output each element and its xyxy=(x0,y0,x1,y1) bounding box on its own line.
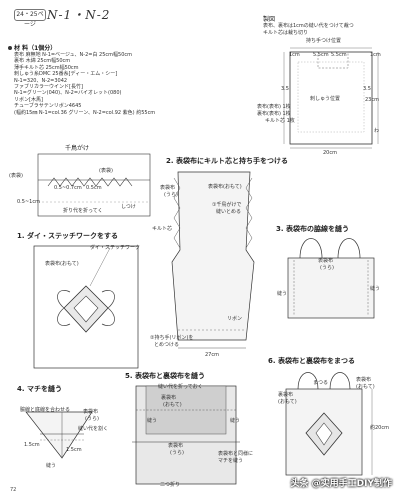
step2-label: ①千鳥がけで xyxy=(212,202,242,208)
materials-heading: 材 料（1個分） xyxy=(14,45,57,52)
step4-label: 1.5cm xyxy=(24,442,40,448)
step5-heading: 5. 表袋布と裏袋布を縫う xyxy=(125,372,205,380)
step6-label: 表袋布 xyxy=(356,377,372,383)
seido-label: 裏布(表布) 1枚 xyxy=(257,111,291,117)
materials-line: N-1=320、N-2=3042 xyxy=(14,77,68,84)
seido-label: キルト芯 1枚 xyxy=(265,118,295,124)
step4-label: 縫い代を割く xyxy=(78,426,109,432)
step6-label: (おもて) xyxy=(356,384,375,390)
step5-diagram xyxy=(132,385,240,485)
step5-label: 裏袋布 xyxy=(161,395,177,401)
page-title: N-1・N-2 xyxy=(47,8,111,22)
step4-diagram xyxy=(25,411,93,459)
step4-label: 縫う xyxy=(46,463,57,469)
materials-line: リボン[木馬] xyxy=(14,96,43,103)
step1-label: 表袋布(おもて) xyxy=(45,261,79,267)
step2-label: とめつける xyxy=(154,342,180,348)
seido-heading: 製図 xyxy=(263,16,276,23)
fold-label: わ xyxy=(374,128,380,134)
materials-line: N-1=グリーン(040)、N-2=バイオレット(080) xyxy=(14,90,122,97)
step2-diagram xyxy=(171,171,255,349)
step3-diagram xyxy=(287,238,375,319)
dim-top-left: 1cm xyxy=(289,52,300,58)
dim-left-inner: 3.5 xyxy=(281,86,289,92)
materials-line: 薄手キルト芯 25cm幅50cm xyxy=(14,64,79,71)
step2-heading: 2. 表袋布にキルト芯と持ち手をつける xyxy=(166,157,288,165)
materials-line: 刺しゅう糸DMC 25番糸[ディー・エム・シー] xyxy=(14,71,118,78)
step3-label: 表袋布 xyxy=(318,258,334,264)
materials-line: 裏布 木綿 25cm幅50cm xyxy=(14,58,71,65)
embroidery-position-label: 刺しゅう位置 xyxy=(310,96,341,102)
bullet-icon xyxy=(8,46,12,50)
herringbone-diagram xyxy=(37,153,151,217)
step2-label: ②持ち手(リボン)を xyxy=(150,335,194,341)
chidori-label: (表袋) xyxy=(99,168,113,174)
embroidered-panel xyxy=(33,245,139,369)
dim-width: 20cm xyxy=(323,150,337,156)
step5-label: 縫う xyxy=(230,418,241,424)
chidori-label: しつけ xyxy=(121,204,136,210)
seido-label: 表布(表布) 1枚 xyxy=(257,104,291,110)
step5-label: マチを縫う xyxy=(218,458,244,464)
step2-label: (うら) xyxy=(164,192,178,198)
materials-line: ファブリカラーウインド[長竹] xyxy=(14,84,83,91)
step5-label: (うら) xyxy=(170,450,184,456)
step5-label: 表袋布 xyxy=(168,443,184,449)
step6-diagram xyxy=(285,372,373,476)
page-number: 72 xyxy=(10,487,17,493)
step4-heading: 4. マチを縫う xyxy=(17,385,62,393)
step5-label: 縫い代を折っておく xyxy=(158,384,203,390)
seido-note: キルト芯は裁ち切り xyxy=(263,30,309,36)
chidori-label: (表袋) xyxy=(9,173,23,179)
seido-note: 表布、裏布は1cmの縫い代をつけて裁つ xyxy=(263,23,354,29)
page-ref-badge: 24・25ページ xyxy=(14,9,46,28)
dim-top-mid2: 5.5cm xyxy=(331,52,347,58)
pattern-diagram xyxy=(283,47,379,149)
materials-list: 表布 麻無地 N-1=ベージュ、N-2=白 25cm幅50cm 裏布 木綿 25… xyxy=(14,52,155,116)
step5-label: 表袋布と同様に xyxy=(218,451,254,457)
step5-label: 縫う xyxy=(147,418,158,424)
step6-label: まつる xyxy=(313,380,329,386)
step4-label: (うら) xyxy=(85,416,99,422)
watermark: 头条 @实用手工DIY制作 xyxy=(290,479,392,489)
step2-label: 表袋布(おもて) xyxy=(208,184,242,190)
step6-heading: 6. 表袋布と裏袋布をまつる xyxy=(268,357,355,365)
step3-label: 縫う xyxy=(370,286,381,292)
step6-label: 約20cm xyxy=(370,425,389,431)
step2-label: リボン xyxy=(227,316,243,322)
dim-top-right: 1cm xyxy=(370,52,381,58)
step2-label: キルト芯 xyxy=(152,226,173,232)
dim-right-inner: 3.5 xyxy=(363,86,371,92)
chidori-label: 折り代を折ってく xyxy=(63,208,103,214)
chidori-label: 0.5~1cm xyxy=(17,199,40,205)
step4-label: 表袋布 xyxy=(83,409,99,415)
materials-line: 表布 麻無地 N-1=ベージュ、N-2=白 25cm幅50cm xyxy=(14,52,133,58)
step2-label: 縫いとめる xyxy=(216,209,242,215)
step6-label: 裏袋布 xyxy=(278,392,294,398)
step1-label: ダイ・ステッチワーク xyxy=(90,245,141,251)
step3-label: (うら) xyxy=(320,265,334,271)
chidori-label: 0.5~0.7cm xyxy=(54,185,82,191)
materials-line: (幅約15㎜ N-1=col.36 グリーン、N-2=col.92 紫色) 約5… xyxy=(14,109,156,116)
step5-label: 二つ折り xyxy=(160,482,181,488)
step3-label: 縫う xyxy=(277,291,288,297)
step6-label: (おもて) xyxy=(278,399,297,405)
step2-label: 表袋布 xyxy=(160,185,176,191)
step5-label: (おもて) xyxy=(163,402,182,408)
step4-label: 脇線と底線を合わせる xyxy=(20,407,71,413)
chidori-label: 0.5cm xyxy=(86,185,102,191)
step1-heading: 1. ダイ・ステッチワークをする xyxy=(17,232,118,240)
handle-position-label: 持ち手つけ位置 xyxy=(306,38,342,44)
step3-heading: 3. 表袋布の脇線を縫う xyxy=(276,225,349,233)
dim-height: 23cm xyxy=(365,97,379,103)
chidori-heading: 千鳥がけ xyxy=(65,145,90,152)
materials-line: チューブラサテンリボン4645 xyxy=(14,103,82,110)
dim-top-mid: 5.5cm xyxy=(313,52,329,58)
step4-label: 1.5cm xyxy=(66,447,82,453)
step2-label: 27cm xyxy=(205,352,219,358)
